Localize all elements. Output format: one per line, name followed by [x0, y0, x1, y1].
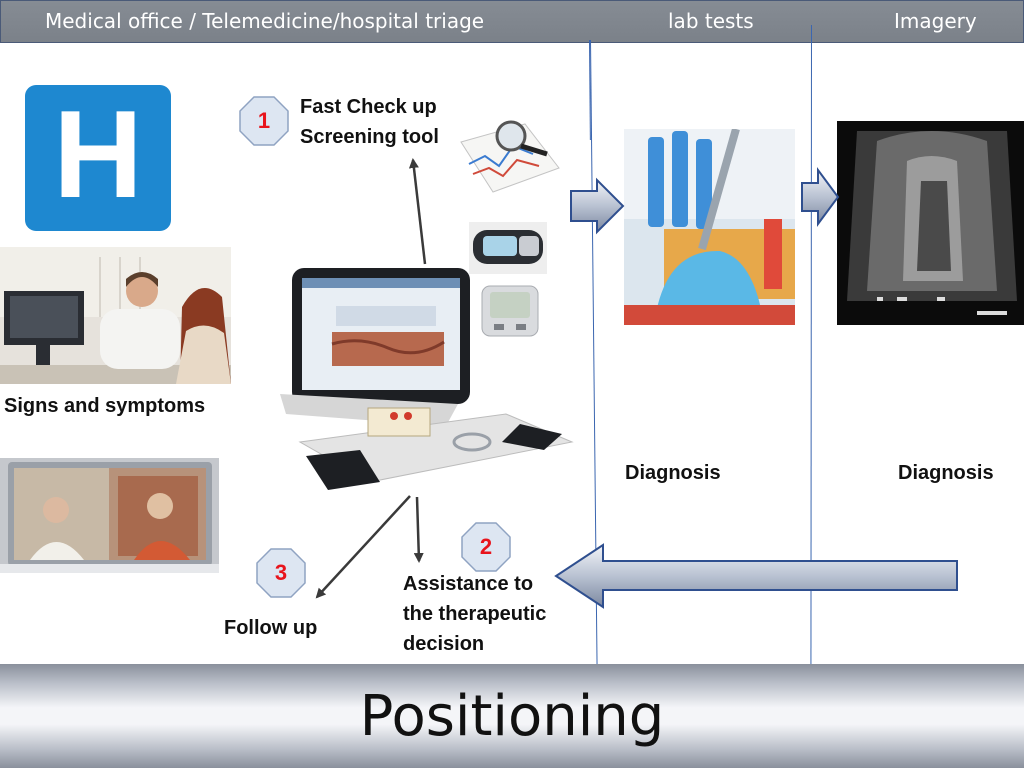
step-2-line-2: the therapeutic	[403, 603, 547, 625]
step-1-line-2: Screening tool	[300, 126, 439, 148]
header-imagery: Imagery	[894, 9, 977, 33]
header-lab-tests: lab tests	[668, 9, 754, 33]
telemedicine-video-photo	[0, 458, 219, 573]
footer-title: Positioning	[359, 684, 665, 749]
step-1-label: Fast Check up Screening tool	[300, 92, 439, 152]
header-medical-office: Medical office / Telemedicine/hospital t…	[45, 9, 485, 33]
step-3-number: 3	[274, 560, 288, 585]
step-3-label: Follow up	[224, 617, 318, 639]
pulse-oximeter-image	[469, 222, 547, 274]
arrow-to-followup	[315, 495, 411, 599]
lab-pipette-photo	[624, 129, 795, 325]
step-2-line-1: Assistance to	[403, 573, 534, 595]
telemedicine-device-station	[276, 266, 576, 494]
arrow-to-screening	[408, 158, 427, 265]
hospital-letter: H	[53, 86, 143, 224]
blood-pressure-monitor-image	[480, 284, 540, 338]
step-2-number: 2	[479, 534, 493, 559]
step-2-label: Assistance to the therapeutic decision	[403, 569, 546, 659]
step-1-badge: 1	[238, 95, 290, 147]
step-2-line-3: decision	[403, 633, 485, 655]
diagnosis-lab-label: Diagnosis	[625, 462, 721, 484]
arrow-back-to-decision	[554, 543, 958, 609]
hospital-sign-icon: H	[25, 85, 171, 231]
header-bar: Medical office / Telemedicine/hospital t…	[0, 0, 1024, 43]
step-1-number: 1	[257, 108, 271, 133]
step-1-line-1: Fast Check up	[300, 96, 437, 118]
arrow-to-assistance	[413, 496, 424, 563]
screening-chart-magnifier-image	[455, 116, 563, 196]
arrow-to-lab-tests	[570, 177, 625, 235]
arrow-to-imagery	[801, 166, 840, 228]
step-2-badge: 2	[460, 521, 512, 573]
diagnosis-imagery-label: Diagnosis	[898, 462, 994, 484]
doctor-consultation-photo	[0, 247, 231, 384]
step-3-badge: 3	[255, 547, 307, 599]
signs-and-symptoms-label: Signs and symptoms	[4, 395, 206, 417]
footer-bar: Positioning	[0, 664, 1024, 768]
ultrasound-image	[837, 121, 1024, 325]
